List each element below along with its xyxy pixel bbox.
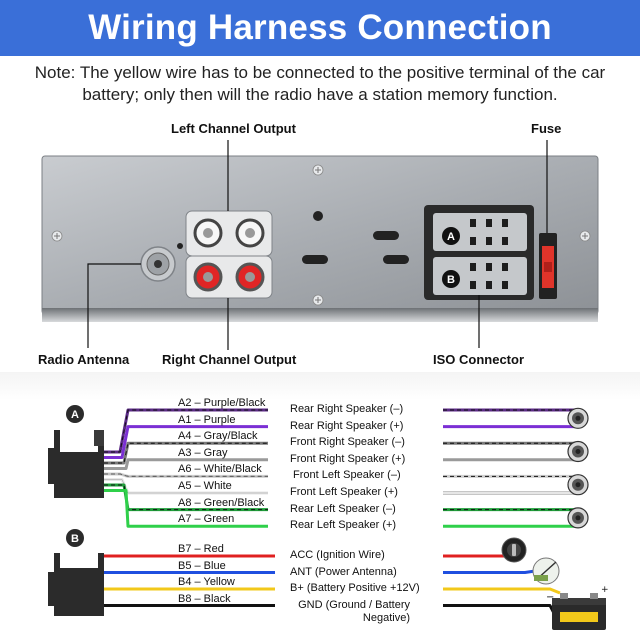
title-banner: Wiring Harness Connection bbox=[0, 0, 640, 56]
rca-white-jacks bbox=[185, 210, 273, 257]
speaker-function-label: Front Right Speaker (+) bbox=[290, 452, 406, 465]
speaker-function-label: Rear Left Speaker (–) bbox=[290, 502, 396, 515]
label-radio-antenna: Radio Antenna bbox=[38, 352, 130, 367]
harness-b-wire-label: B5 – Blue bbox=[178, 559, 226, 572]
label-fuse: Fuse bbox=[531, 121, 562, 136]
power-function-label: ACC (Ignition Wire) bbox=[290, 549, 385, 561]
badge-b bbox=[66, 529, 84, 547]
label-right-channel-output: Right Channel Output bbox=[162, 352, 297, 367]
harness-a-wires bbox=[104, 408, 268, 528]
power-function-label: GND (Ground / Battery Negative) bbox=[298, 598, 410, 624]
power-wire-end bbox=[500, 604, 562, 626]
speaker-function-label: Rear Left Speaker (+) bbox=[290, 519, 397, 532]
antenna-jack bbox=[140, 246, 176, 282]
harness-a-wire bbox=[104, 489, 268, 528]
label-left-channel-output: Left Channel Output bbox=[171, 121, 296, 136]
harness-a-wire bbox=[104, 425, 268, 459]
speaker-function-label: Front Left Speaker (–) bbox=[293, 469, 401, 482]
speaker-icon bbox=[567, 507, 589, 529]
harness-b-wire-label: B8 – Black bbox=[178, 592, 231, 605]
page-title: Wiring Harness Connection bbox=[88, 8, 552, 47]
harness-a-wire-stripe bbox=[104, 442, 268, 464]
harness-a-housing bbox=[48, 430, 104, 498]
speaker-icon bbox=[567, 440, 589, 463]
fuse bbox=[539, 233, 557, 299]
harness-a-wire-label: A4 – Gray/Black bbox=[178, 430, 258, 443]
harness-b-wires bbox=[104, 548, 562, 626]
harness-b-wire-label: B4 – Yellow bbox=[178, 576, 235, 588]
iso-label-a: A bbox=[447, 231, 455, 243]
harness-a-wire-label: A7 – Green bbox=[178, 513, 235, 526]
iso-label-b: B bbox=[447, 274, 455, 286]
ignition-switch-icon bbox=[501, 537, 527, 563]
car-battery-icon: − + bbox=[546, 585, 609, 630]
harness-a-wire-label: A1 – Purple bbox=[178, 413, 236, 426]
svg-text:−: − bbox=[546, 592, 554, 603]
power-function-label: ANT (Power Antenna) bbox=[290, 565, 397, 578]
power-function-label: B+ (Battery Positive +12V) bbox=[290, 582, 420, 594]
harness-a-wire-label: A5 – White bbox=[178, 480, 232, 492]
speaker-icon bbox=[567, 474, 589, 496]
harness-a-wire bbox=[104, 458, 268, 470]
rca-red-jacks bbox=[185, 255, 273, 299]
harness-a-wire-label: A8 – Green/Black bbox=[178, 496, 265, 509]
speaker-function-label: Rear Right Speaker (–) bbox=[290, 403, 404, 415]
callout-lines bbox=[87, 140, 548, 350]
harness-b-wire-label: B7 – Red bbox=[178, 543, 224, 555]
harness-a-wire-outline bbox=[104, 473, 268, 477]
harness-a-wire-stripe bbox=[104, 484, 268, 511]
svg-text:+: + bbox=[601, 585, 609, 595]
harness-a-wire-label: A6 – White/Black bbox=[178, 463, 262, 476]
harness-b-housing bbox=[48, 553, 104, 616]
harness-a-wire-label: A2 – Purple/Black bbox=[178, 397, 266, 409]
speaker-function-label: Rear Right Speaker (+) bbox=[290, 419, 404, 432]
speaker-wires bbox=[443, 408, 575, 528]
label-iso-connector: ISO Connector bbox=[433, 352, 525, 367]
power-wire-end bbox=[500, 587, 561, 595]
speaker-icon bbox=[567, 407, 589, 429]
badge-a-text: A bbox=[71, 409, 79, 421]
power-wire-end bbox=[500, 569, 536, 574]
note-text: Note: The yellow wire has to be connecte… bbox=[34, 63, 606, 104]
harness-a-wire-label: A3 – Gray bbox=[178, 446, 228, 459]
badge-a bbox=[66, 405, 84, 423]
speaker-function-label: Front Left Speaker (+) bbox=[290, 486, 398, 498]
power-antenna-icon bbox=[532, 557, 560, 585]
harness-a-wire-stripe bbox=[104, 409, 268, 453]
speaker-function-label: Front Right Speaker (–) bbox=[290, 436, 405, 449]
badge-b-text: B bbox=[71, 533, 79, 545]
speaker-icons bbox=[567, 407, 589, 529]
radio-shadow bbox=[0, 372, 640, 400]
iso-connector bbox=[424, 205, 534, 300]
